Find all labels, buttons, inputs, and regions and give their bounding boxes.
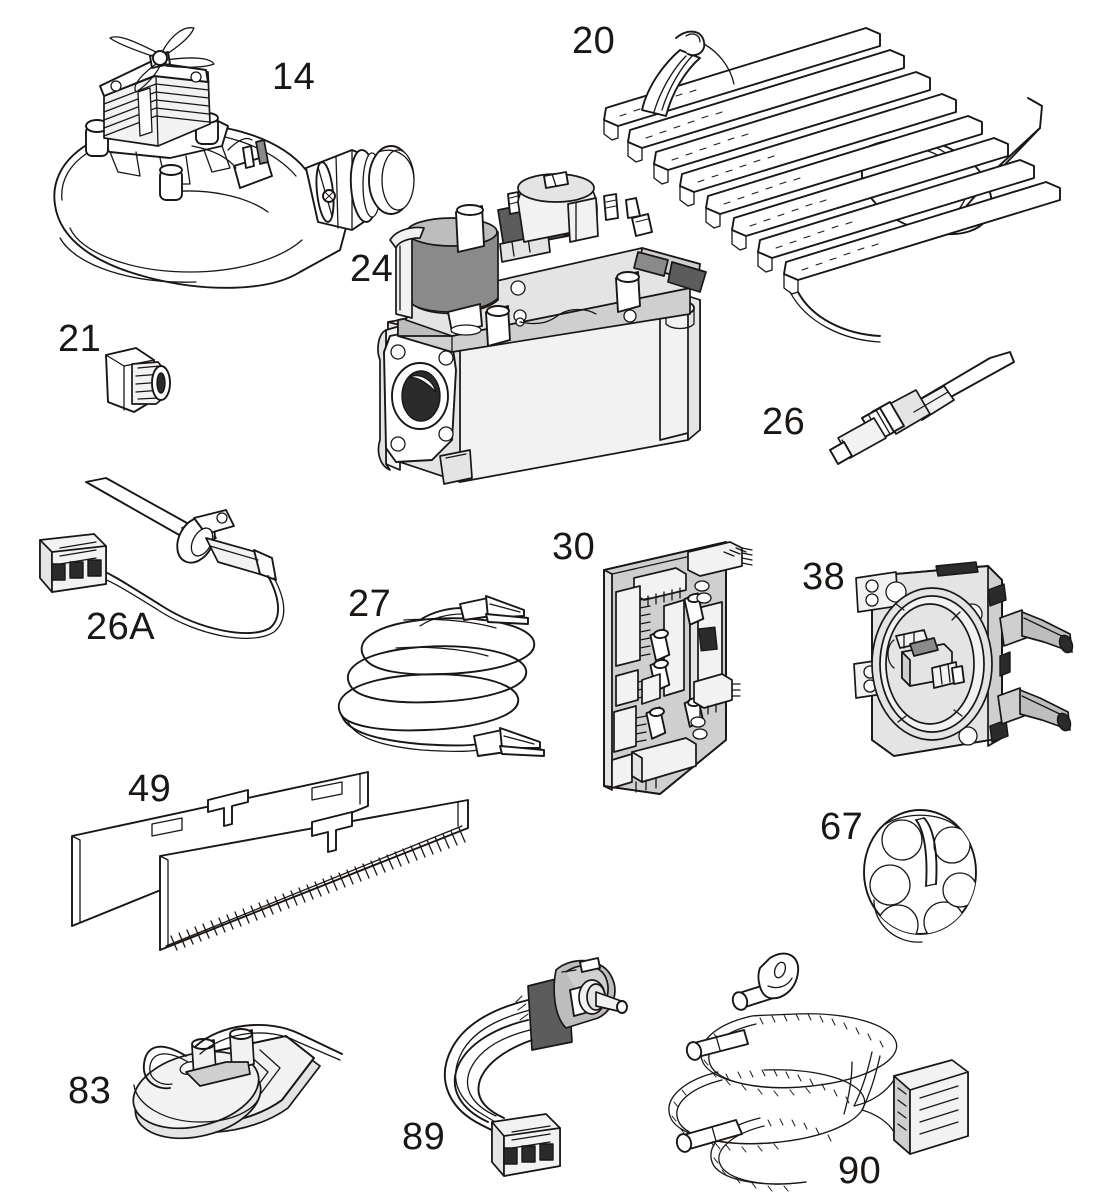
burner-bar [705, 115, 983, 229]
burner-bar [731, 137, 1009, 251]
part-27-ignition-lead-harness [337, 595, 545, 757]
callout-label-38: 38 [802, 556, 846, 598]
burner-bar [679, 93, 957, 207]
part-38-air-pressure-switch [853, 561, 1074, 757]
burner-bar [757, 159, 1035, 273]
part-26A-flame-sensing-electrode [39, 477, 285, 639]
part-24-gas-valve [377, 171, 707, 485]
callout-label-26: 26 [762, 401, 806, 443]
callout-label-20: 20 [572, 20, 616, 62]
part-67-burner-gasket [863, 809, 977, 943]
part-83-overheat-thermostat [132, 1024, 343, 1140]
callout-label-14: 14 [272, 56, 316, 98]
part-20-burner-bar-assembly [603, 27, 1061, 343]
callout-label-83: 83 [68, 1070, 112, 1112]
callout-label-27: 27 [348, 583, 392, 625]
burner-bar [783, 181, 1061, 295]
part-89-potentiometer-with-lead [443, 957, 628, 1177]
callout-label-89: 89 [402, 1116, 446, 1158]
callout-label-90: 90 [838, 1150, 882, 1192]
callout-label-24: 24 [350, 248, 394, 290]
part-14-fan-venturi-assembly [53, 27, 415, 289]
callout-label-26a: 26A [86, 606, 156, 648]
callout-label-30: 30 [552, 526, 596, 568]
part-49-baffle-plate-set [71, 771, 469, 951]
part-90-sensor-harness [668, 952, 969, 1192]
burner-bar [653, 71, 931, 185]
part-21-gas-injector-nut [105, 347, 171, 413]
part-30-printed-circuit-board [603, 541, 753, 795]
callout-label-49: 49 [128, 768, 172, 810]
part-26-ignition-electrode [829, 351, 1015, 465]
burner-bar [627, 49, 905, 163]
callout-label-67: 67 [820, 806, 864, 848]
callout-label-21: 21 [58, 318, 102, 360]
